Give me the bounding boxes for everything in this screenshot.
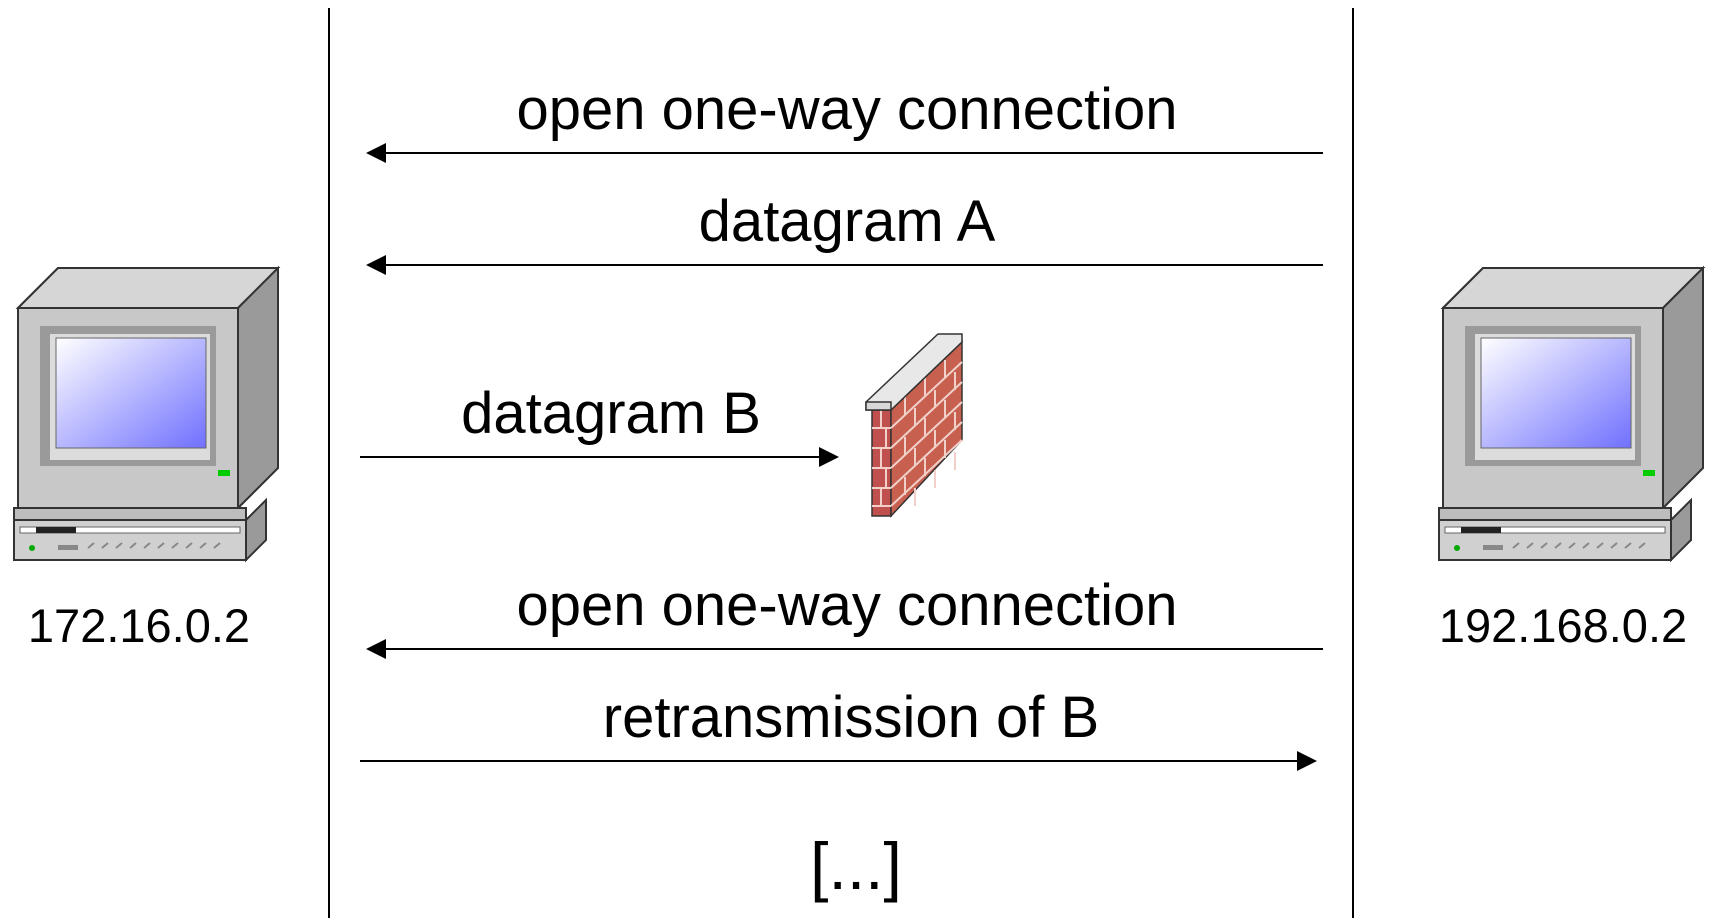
- continuation-ellipsis: [...]: [810, 829, 902, 903]
- message-label-datagram-b: datagram B: [461, 381, 761, 446]
- message-label-open-connection-1: open one-way connection: [516, 77, 1178, 142]
- left-desktop-computer-icon: [13, 267, 279, 561]
- message-label-datagram-a: datagram A: [698, 189, 996, 254]
- message-label-open-connection-2: open one-way connection: [516, 573, 1178, 638]
- firewall-brick-wall-icon: [865, 333, 963, 518]
- left-host-ip: 172.16.0.2: [27, 599, 251, 652]
- message-label-retransmission-b: retransmission of B: [602, 685, 1100, 750]
- right-desktop-computer-icon: [1438, 267, 1704, 561]
- right-host-ip: 192.168.0.2: [1438, 599, 1688, 652]
